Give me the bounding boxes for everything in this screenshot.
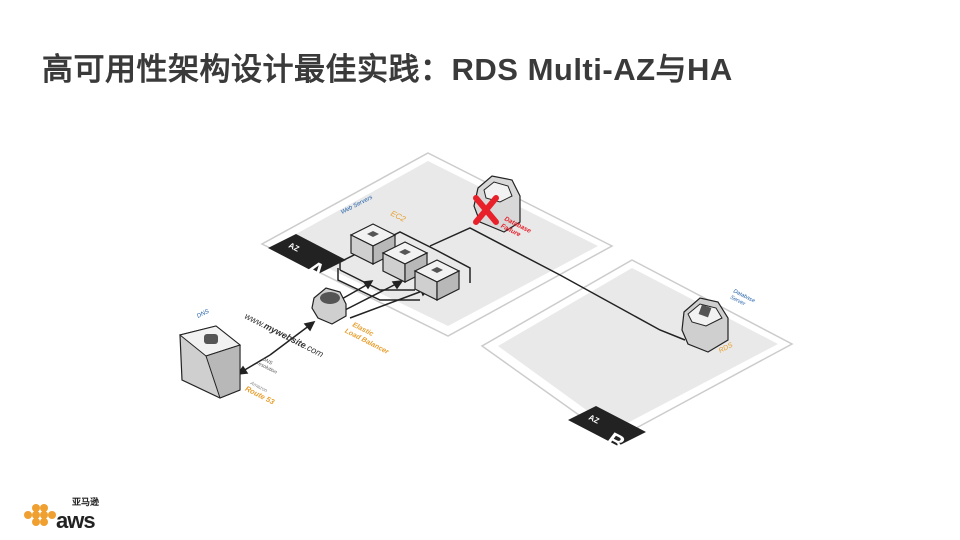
failed-database-icon: [473, 175, 521, 233]
aws-cubes-icon: [24, 504, 56, 526]
route53-dns-icon: [178, 325, 242, 399]
slide-title: 高可用性架构设计最佳实践：RDS Multi-AZ与HA: [42, 52, 733, 87]
elastic-load-balancer-icon: [311, 287, 347, 325]
route53-label: AmazonRoute 53: [244, 380, 279, 407]
dns-resolution-label: DNSresolution: [256, 355, 281, 376]
dns-label: DNS: [196, 309, 210, 320]
logo-cn-text: 亚马逊: [72, 497, 100, 507]
aws-logo: 亚马逊 aws: [20, 498, 120, 534]
az-b-prefix: AZ: [587, 413, 601, 426]
website-url: www.mywebsite.com: [243, 311, 326, 360]
az-a-prefix: AZ: [287, 241, 301, 254]
logo-aws-text: aws: [56, 508, 96, 533]
dns-resolution-label-1: DNS: [261, 356, 274, 366]
elb-label: ElasticLoad Balancer: [343, 320, 394, 357]
rds-database-icon: [681, 297, 729, 353]
db-server-label: DatabaseServer: [729, 288, 756, 310]
